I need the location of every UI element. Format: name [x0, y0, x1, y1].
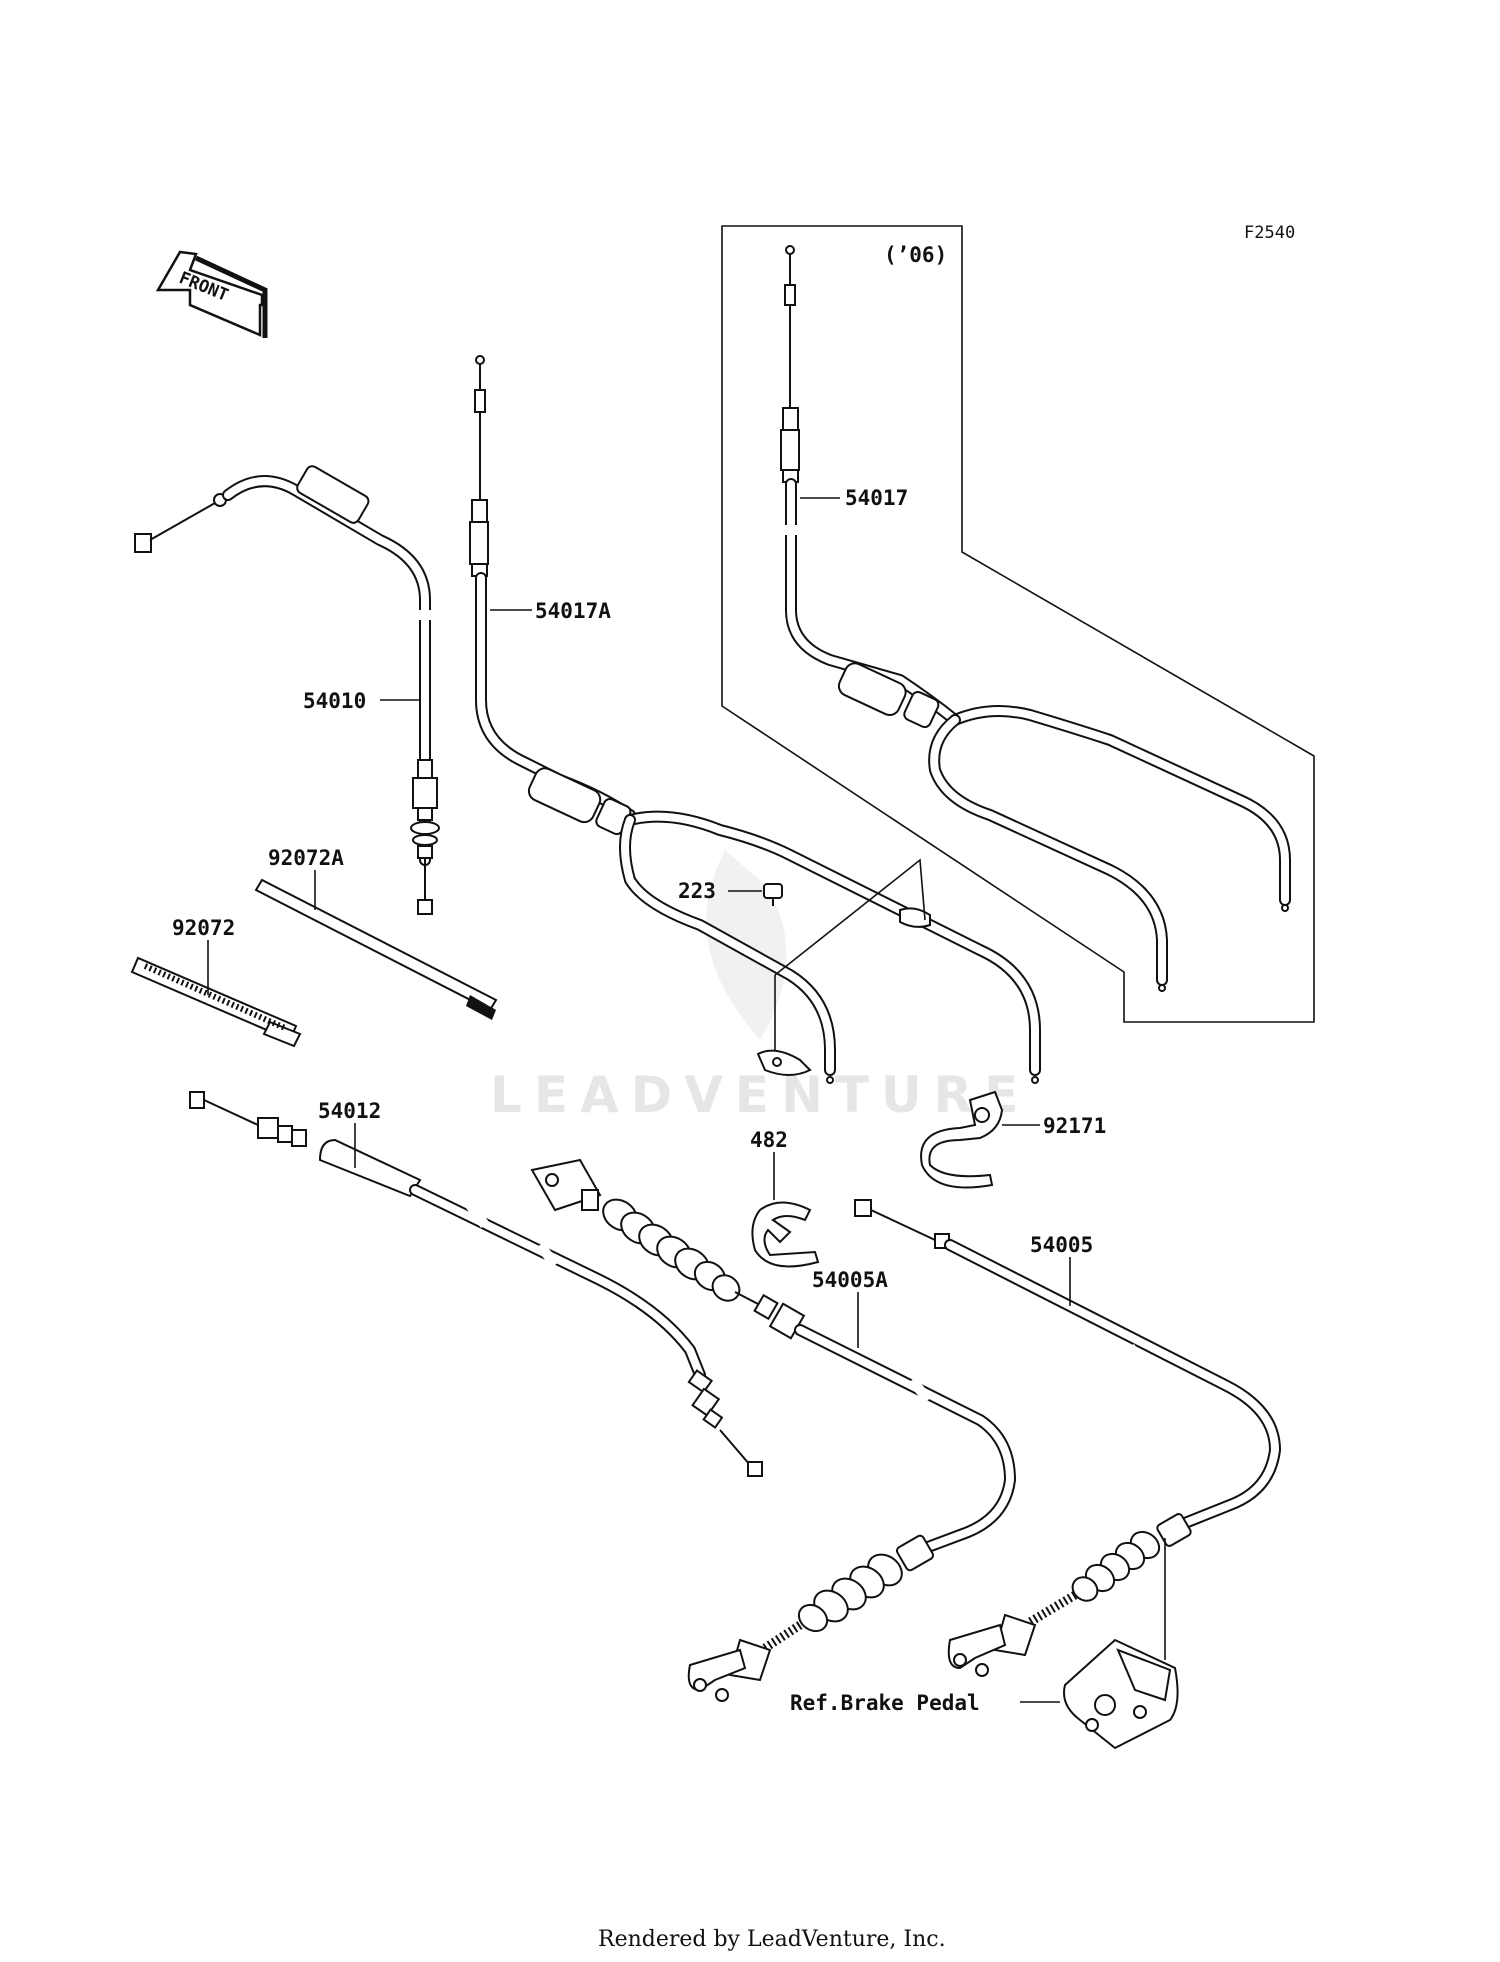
footer-credit: Rendered by LeadVenture, Inc.: [598, 1927, 946, 1952]
cable-54010: [134, 465, 440, 915]
callout-54017A: 54017A: [535, 599, 611, 623]
clamp-bracket: [756, 907, 931, 1076]
callout-54005: 54005: [1030, 1233, 1093, 1257]
front-arrow-icon: FRONT: [155, 250, 268, 338]
callout-92171: 92171: [1043, 1114, 1106, 1138]
ref-brake-pedal-label: Ref.Brake Pedal: [790, 1691, 980, 1715]
callout-223: 223: [678, 879, 716, 903]
diagram-code: F2540: [1244, 223, 1295, 243]
screw-223: [763, 883, 783, 906]
inset-note: (’06): [884, 243, 947, 267]
inset-frame: [721, 225, 1315, 1023]
clip-92171: [920, 1090, 1004, 1189]
cable-54012: [189, 1091, 763, 1477]
cable-tie-92072A: [254, 878, 498, 1020]
watermark: LEADVENTURE: [490, 1066, 1030, 1124]
callout-92072A: 92072A: [268, 846, 344, 870]
cable-54017A: [469, 355, 1041, 1084]
callout-92072: 92072: [172, 916, 235, 940]
cable-54005A: [530, 1158, 1016, 1702]
cable-54017: [780, 245, 1291, 992]
brake-pedal-bracket: [1063, 1538, 1179, 1750]
callout-54005A: 54005A: [812, 1268, 888, 1292]
callout-54017: 54017: [845, 486, 908, 510]
cable-tie-92072: [130, 956, 302, 1048]
e-clip-482: [751, 1201, 820, 1268]
callout-54010: 54010: [303, 689, 366, 713]
callout-54012: 54012: [318, 1099, 381, 1123]
cable-54005: [854, 1199, 1281, 1677]
callout-482: 482: [750, 1128, 788, 1152]
